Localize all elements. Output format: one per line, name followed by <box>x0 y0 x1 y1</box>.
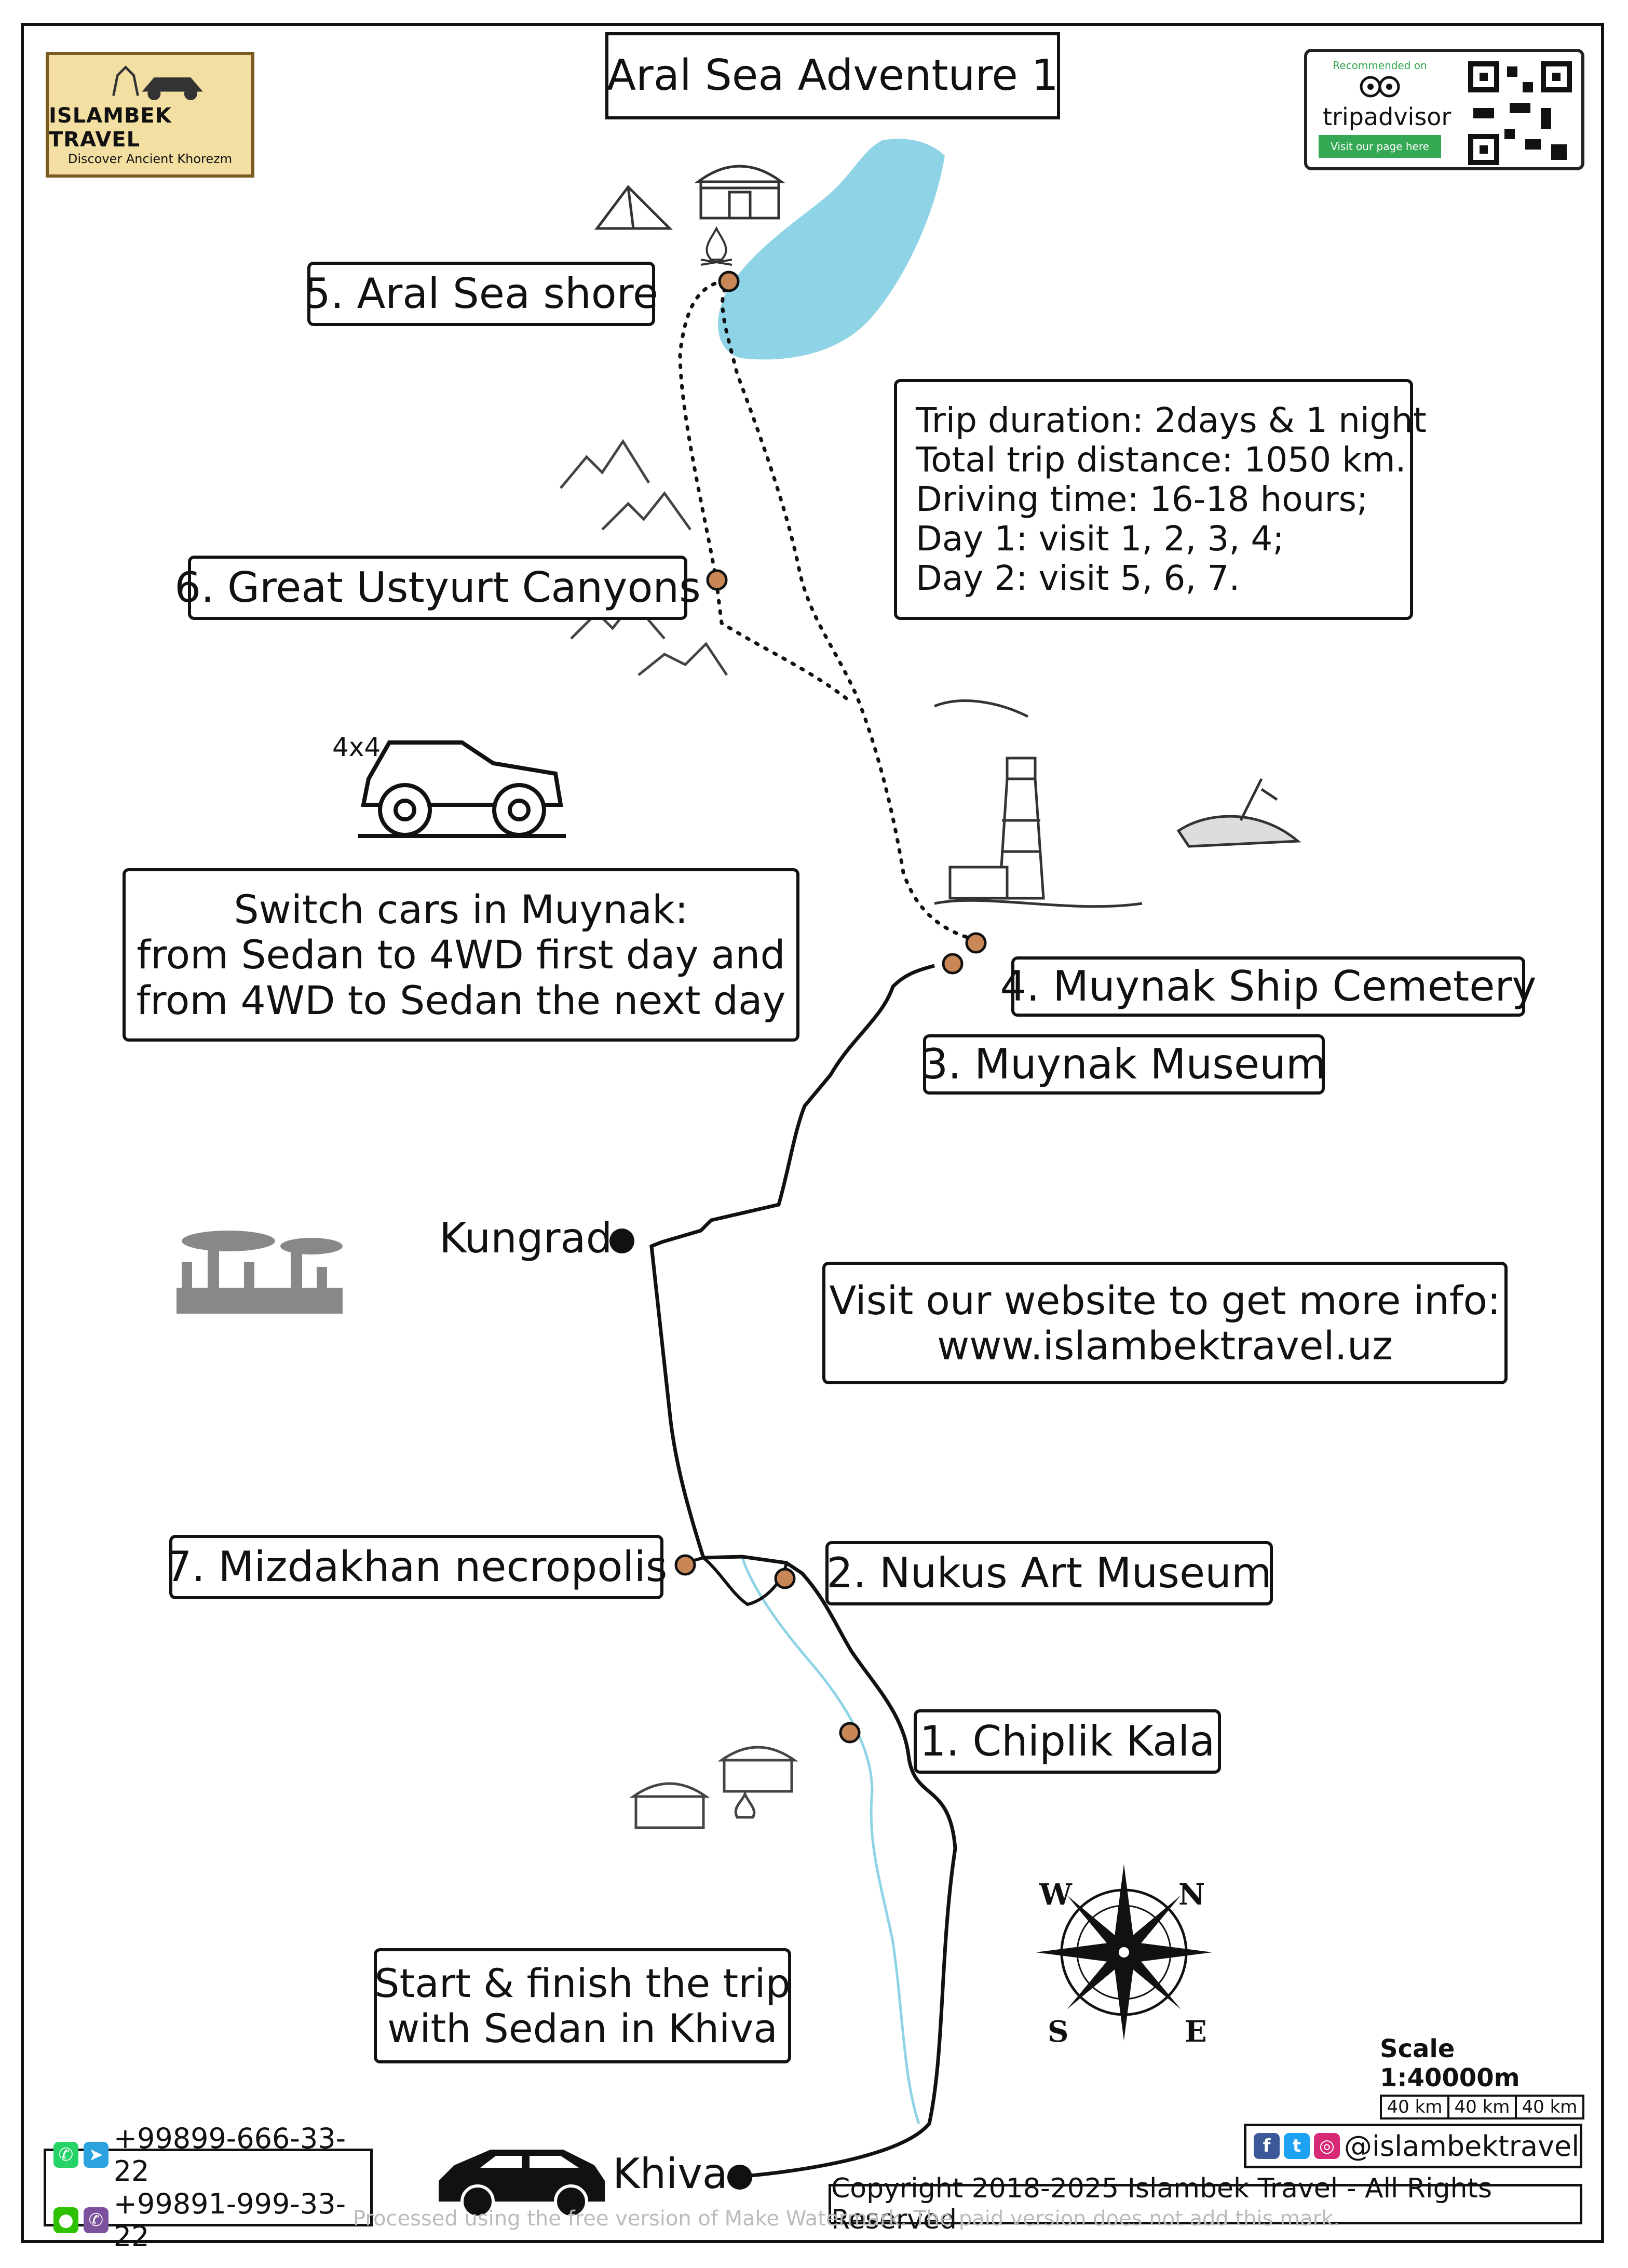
stop-label-nukus: 2. Nukus Art Museum <box>825 1541 1273 1605</box>
tripadvisor-name: tripadvisor <box>1323 103 1451 131</box>
campfire-icon <box>700 226 732 266</box>
city-dot-khiva <box>727 2165 752 2190</box>
city-dot-kungrad <box>609 1228 634 1253</box>
map-frame <box>21 23 1604 2243</box>
compass-label-e: E <box>1185 2015 1207 2049</box>
stop-dot-ship-cemetery <box>965 932 987 954</box>
facebook-icon[interactable]: f <box>1254 2133 1280 2159</box>
instagram-icon[interactable]: ◎ <box>1314 2133 1340 2159</box>
tent-icon <box>594 185 673 230</box>
tripadvisor-recommended: Recommended on <box>1333 59 1427 72</box>
watermark-processed-note: Processed using the free version of Make… <box>353 2207 1340 2231</box>
wechat-icon[interactable]: ● <box>53 2207 78 2233</box>
phone-number[interactable]: +99899-666-33-22 <box>113 2122 346 2188</box>
start-finish-note: Start & finish the trip with Sedan in Kh… <box>374 1948 791 2063</box>
website-line: Visit our website to get more info: <box>829 1277 1501 1324</box>
compass-rose-icon <box>1036 1864 1212 2041</box>
start-finish-line: with Sedan in Khiva <box>387 2005 778 2051</box>
contact-box: ✆ ➤ +99899-666-33-22 ● ✆ +99891-999-33-2… <box>44 2122 373 2253</box>
trip-info-line: Driving time: 16-18 hours; <box>916 479 1368 520</box>
start-finish-line: Start & finish the trip <box>374 1960 791 2006</box>
city-label-khiva: Khiva <box>613 2150 728 2198</box>
brand-logo[interactable]: ISLAMBEK TRAVEL Discover Ancient Khorezm <box>46 52 254 178</box>
stop-dot-ustyurt <box>706 569 728 591</box>
city-label-kungrad: Kungrad <box>439 1214 613 1262</box>
sedan-car-icon <box>439 2150 605 2219</box>
stop-label-ustyurt: 6. Great Ustyurt Canyons <box>174 556 701 620</box>
stop-label-mizdakhan: 7. Mizdakhan necropolis <box>166 1535 667 1599</box>
qr-code-icon[interactable] <box>1468 61 1572 165</box>
twitter-icon[interactable]: t <box>1284 2133 1310 2159</box>
lighthouse-icon <box>934 699 1143 908</box>
camel-car-logo <box>112 65 203 100</box>
compass-label-s: S <box>1048 2015 1069 2049</box>
brand-tagline: Discover Ancient Khorezm <box>67 152 233 166</box>
stop-dot-chiplik <box>839 1722 861 1744</box>
aral-sea <box>718 139 945 360</box>
stop-dot-nukus <box>774 1568 796 1589</box>
stop-label-aral-sea-shore: 5. Aral Sea shore <box>304 262 658 326</box>
contact-row: ✆ ➤ +99899-666-33-22 <box>53 2122 370 2188</box>
amu-darya-river <box>741 1557 920 2124</box>
route-solid <box>649 964 957 2179</box>
stop-dot-mizdakhan <box>674 1554 696 1576</box>
website-note: Visit our website to get more info: www.… <box>822 1262 1508 1384</box>
phone-number[interactable]: +99891-999-33-22 <box>113 2188 346 2253</box>
route-dotted-east <box>721 284 978 942</box>
telegram-icon[interactable]: ➤ <box>83 2142 108 2168</box>
switch-cars-line: from 4WD to Sedan the next day <box>136 977 786 1023</box>
switch-cars-line: Switch cars in Muynak: <box>234 886 688 933</box>
trip-info-box: Trip duration: 2days & 1 night Total tri… <box>894 379 1427 620</box>
mountain-icon <box>560 439 728 676</box>
brand-name: ISLAMBEK TRAVEL <box>49 104 172 152</box>
contact-row: ● ✆ +99891-999-33-22 <box>53 2188 370 2253</box>
scale-label: Scale 1:40000m <box>1380 2034 1520 2092</box>
whatsapp-icon[interactable]: ✆ <box>53 2142 78 2168</box>
scale-segment: 40 km <box>1380 2095 1449 2120</box>
trip-info-line: Day 2: visit 5, 6, 7. <box>916 558 1240 598</box>
tripadvisor-owl-icon <box>1360 76 1400 98</box>
factory-icon <box>177 1231 343 1314</box>
scale-segment: 40 km <box>1515 2095 1584 2120</box>
stop-dot-aral-sea-shore <box>718 271 740 292</box>
map-title: Aral Sea Adventure 1 <box>605 32 1060 119</box>
map-scale: Scale 1:40000m 40 km 40 km 40 km <box>1380 2034 1584 2120</box>
shipwreck-icon <box>1176 778 1301 848</box>
scale-segment: 40 km <box>1447 2095 1517 2120</box>
yurt-icon-chiplik <box>629 1746 798 1829</box>
trip-info-line: Trip duration: 2days & 1 night <box>916 400 1427 441</box>
yurt-icon <box>694 165 785 220</box>
switch-cars-note: Switch cars in Muynak: from Sedan to 4WD… <box>123 868 799 1042</box>
stop-label-ship-cemetery: 4. Muynak Ship Cemetery <box>1000 956 1537 1017</box>
trip-info-line: Day 1: visit 1, 2, 3, 4; <box>916 518 1284 559</box>
compass-label-w: W <box>1039 1878 1072 1912</box>
switch-cars-line: from Sedan to 4WD first day and <box>137 932 785 978</box>
stop-label-chiplik: 1. Chiplik Kala <box>914 1709 1221 1774</box>
stop-label-muynak-museum: 3. Muynak Museum <box>921 1034 1326 1095</box>
copyright-notice: Copyright 2018-2025 Islambek Travel - Al… <box>829 2173 1582 2235</box>
jeep-4x4-icon <box>358 740 566 838</box>
stop-dot-muynak-museum <box>942 953 964 975</box>
tripadvisor-visit-button[interactable]: Visit our page here <box>1319 135 1441 158</box>
website-url[interactable]: www.islambektravel.uz <box>937 1322 1393 1369</box>
social-links: f t ◎ @islambektravel <box>1244 2124 1582 2168</box>
vehicle-4x4-badge: 4x4 <box>332 732 381 762</box>
social-handle[interactable]: @islambektravel <box>1344 2129 1580 2163</box>
scale-bar: 40 km 40 km 40 km <box>1380 2095 1584 2120</box>
trip-info-line: Total trip distance: 1050 km. <box>916 440 1406 480</box>
route-dotted-west <box>678 281 848 700</box>
viber-icon[interactable]: ✆ <box>83 2207 108 2233</box>
compass-label-n: N <box>1178 1878 1205 1912</box>
tripadvisor-badge[interactable]: Recommended on tripadvisor Visit our pag… <box>1304 49 1584 170</box>
